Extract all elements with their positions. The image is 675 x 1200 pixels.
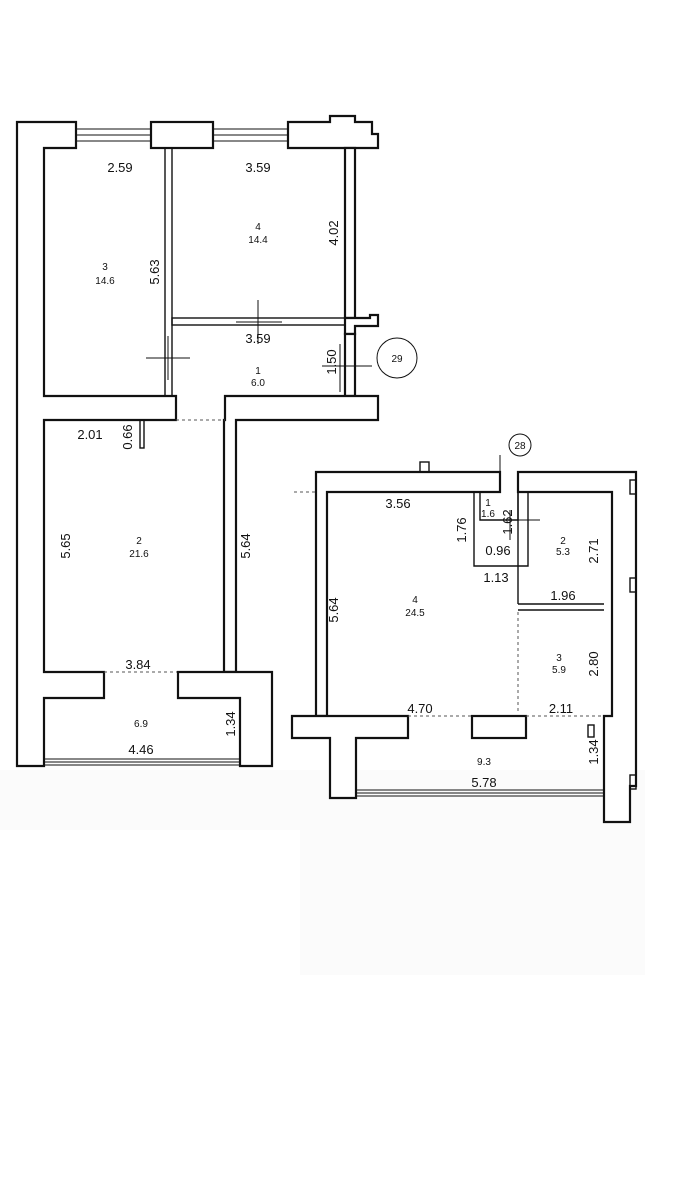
room-number: 3 <box>556 653 562 664</box>
room-label: 9.3 <box>477 757 491 768</box>
dimension-label: 5.64 <box>326 597 341 622</box>
apartment-28-plan: 28 <box>290 433 638 824</box>
column <box>587 724 595 738</box>
apartment-number: 28 <box>514 441 526 452</box>
dimension-label: 0.66 <box>120 424 135 449</box>
partition <box>164 147 173 397</box>
room-label: 2 5.3 <box>556 536 570 558</box>
dimension-label: 5.78 <box>471 775 496 790</box>
dimension-label: 3.84 <box>125 657 150 672</box>
room-area: 9.3 <box>477 757 491 768</box>
wall-notch <box>629 577 637 593</box>
apartment-number: 29 <box>391 354 403 365</box>
room-label: 2 21.6 <box>129 536 149 560</box>
dimension-label: 4.46 <box>128 742 153 757</box>
room-label: 3 14.6 <box>95 262 115 287</box>
room-number: 2 <box>136 536 142 547</box>
dimension-label: 2.01 <box>77 427 102 442</box>
wall-notch <box>629 774 637 790</box>
dimension-label: 1.50 <box>324 349 339 374</box>
wall <box>343 313 380 336</box>
room-number: 1 <box>485 498 491 509</box>
wall <box>343 332 357 398</box>
room-area: 6.9 <box>134 719 148 730</box>
dimension-label: 2.11 <box>549 701 573 716</box>
room-label: 4 14.4 <box>248 222 268 246</box>
room-area: 14.4 <box>248 235 268 246</box>
column <box>139 419 145 449</box>
dimension-label: 1.76 <box>454 517 469 542</box>
room-label: 1 6.0 <box>251 366 265 389</box>
background-patch <box>300 770 645 975</box>
dimension-label: 1.96 <box>550 588 575 603</box>
apartment-marker: 28 <box>508 433 532 457</box>
dimension-label: 1.13 <box>483 570 508 585</box>
room-label: 4 24.5 <box>405 595 425 619</box>
dimension-label: 1.62 <box>500 509 515 534</box>
room-number: 4 <box>412 595 418 606</box>
dimension-label: 3.59 <box>245 160 270 175</box>
room-area: 1.6 <box>481 509 495 520</box>
partition <box>473 492 529 567</box>
wall <box>343 146 357 320</box>
room-number: 2 <box>560 536 566 547</box>
dimension-label: 5.65 <box>58 533 73 558</box>
room-label: 1 1.6 <box>481 498 495 520</box>
wall <box>286 114 380 150</box>
dimension-label: 4.70 <box>407 701 432 716</box>
dimension-label: 3.56 <box>385 496 410 511</box>
room-number: 4 <box>255 222 261 233</box>
dimension-label: 1.34 <box>586 739 601 764</box>
dimension-label: 5.64 <box>238 533 253 558</box>
apartment-marker: 29 <box>376 337 418 379</box>
wall-notch <box>629 479 637 495</box>
dimension-label: 2.80 <box>586 651 601 676</box>
wall <box>516 470 638 824</box>
apartment-29-plan: 29 2.59 3.59 4.02 5.63 3.59 1.50 2.01 0.… <box>15 114 418 768</box>
dimension-label: 4.02 <box>326 220 341 245</box>
dimension-label: 2.71 <box>586 538 601 563</box>
wall <box>176 670 274 768</box>
room-number: 1 <box>255 366 261 377</box>
wall <box>290 714 410 800</box>
room-area: 24.5 <box>405 608 425 619</box>
vent <box>419 461 430 473</box>
dimension-label: 5.63 <box>147 259 162 284</box>
section-mark <box>236 300 282 344</box>
room-area: 6.0 <box>251 378 265 389</box>
room-label: 3 5.9 <box>552 653 566 676</box>
wall <box>149 120 215 150</box>
dimension-label: 1.34 <box>223 711 238 736</box>
dimension-label: 3.59 <box>245 331 270 346</box>
wall <box>15 120 178 768</box>
room-number: 3 <box>102 262 108 273</box>
window <box>356 789 604 797</box>
section-mark <box>485 455 540 540</box>
dimension-label: 0.96 <box>485 543 510 558</box>
room-area: 14.6 <box>95 276 115 287</box>
wall <box>470 714 528 740</box>
room-label: 6.9 <box>134 719 148 730</box>
room-area: 5.3 <box>556 547 570 558</box>
section-mark <box>146 336 190 380</box>
dimension-label: 2.59 <box>107 160 132 175</box>
background-patch <box>0 770 300 830</box>
section-mark <box>322 344 372 392</box>
window <box>76 128 151 142</box>
room-area: 5.9 <box>552 665 566 676</box>
room-area: 21.6 <box>129 549 149 560</box>
window <box>213 128 288 142</box>
window <box>44 758 240 766</box>
